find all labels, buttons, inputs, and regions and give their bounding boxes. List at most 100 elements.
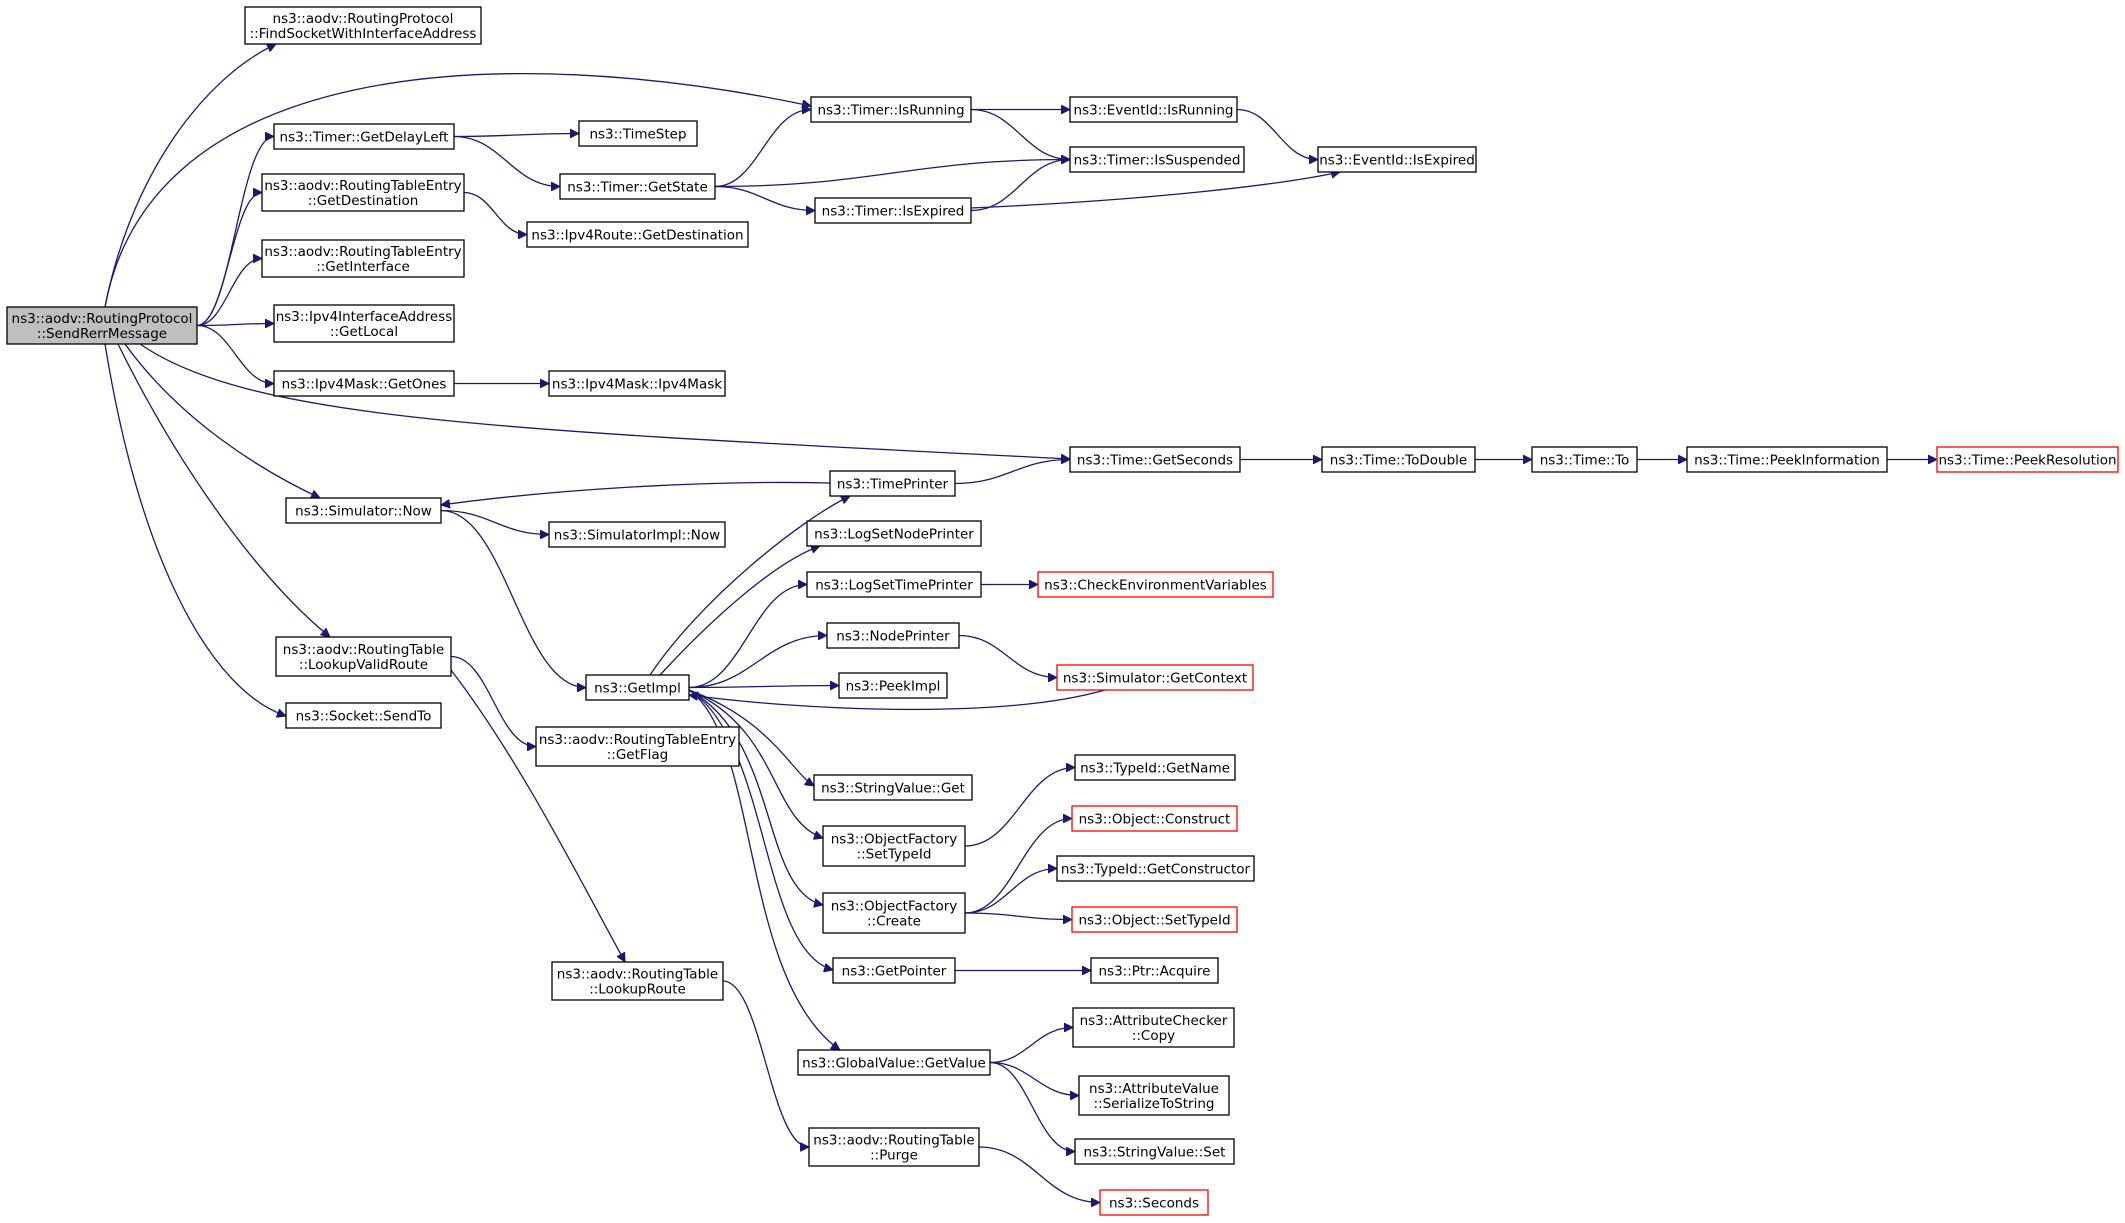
node-label: ::LookupValidRoute: [299, 657, 428, 673]
edge-line: [688, 689, 840, 1050]
node-avSerialize[interactable]: ns3::AttributeValue::SerializeToString: [1078, 1075, 1230, 1116]
node-label: ns3::Simulator::Now: [295, 504, 432, 520]
node-acCopy[interactable]: ns3::AttributeChecker::Copy: [1072, 1007, 1235, 1048]
node-box: [826, 622, 960, 649]
node-isSuspended[interactable]: ns3::Timer::IsSuspended: [1069, 146, 1245, 173]
node-strGet[interactable]: ns3::StringValue::Get: [813, 774, 973, 801]
node-label: ns3::EventId::IsExpired: [1319, 153, 1475, 169]
node-seconds[interactable]: ns3::Seconds: [1099, 1189, 1209, 1216]
node-box: [551, 961, 724, 1001]
node-logTime[interactable]: ns3::LogSetTimePrinter: [806, 571, 982, 598]
node-isRunning[interactable]: ns3::Timer::IsRunning: [810, 96, 972, 123]
edge-line: [124, 343, 320, 498]
node-evRunning[interactable]: ns3::EventId::IsRunning: [1069, 96, 1238, 123]
node-toDouble[interactable]: ns3::Time::ToDouble: [1321, 446, 1476, 473]
node-label: ::SerializeToString: [1094, 1096, 1215, 1112]
edge-line: [649, 496, 850, 676]
node-ofCreate[interactable]: ns3::ObjectFactory::Create: [822, 892, 966, 934]
edge-line: [688, 585, 807, 689]
node-getState[interactable]: ns3::Timer::GetState: [559, 173, 716, 200]
node-box: [261, 173, 465, 212]
node-tidGetCtor[interactable]: ns3::TypeId::GetConstructor: [1056, 855, 1255, 882]
node-objSetTypeId[interactable]: ns3::Object::SetTypeId: [1071, 906, 1238, 933]
node-label: ns3::Timer::GetDelayLeft: [280, 130, 449, 146]
node-getContext[interactable]: ns3::Simulator::GetContext: [1056, 664, 1254, 691]
edge-line: [714, 160, 1070, 188]
node-ipv4RouteGetDest[interactable]: ns3::Ipv4Route::GetDestination: [526, 221, 749, 248]
node-lookupRoute[interactable]: ns3::aodv::RoutingTable::LookupRoute: [551, 961, 724, 1001]
node-peekImpl[interactable]: ns3::PeekImpl: [838, 672, 948, 699]
edge-line: [964, 869, 1057, 914]
node-label: ns3::PeekImpl: [846, 679, 941, 695]
node-getOnes[interactable]: ns3::Ipv4Mask::GetOnes: [273, 370, 455, 397]
node-ofSetTypeId[interactable]: ns3::ObjectFactory::SetTypeId: [822, 825, 966, 867]
node-box: [1072, 1007, 1235, 1048]
node-root[interactable]: ns3::aodv::RoutingProtocol::SendRerrMess…: [6, 306, 198, 345]
edge-getState-to-isExpired: [714, 185, 815, 211]
node-nodePrinter[interactable]: ns3::NodePrinter: [826, 622, 960, 649]
edge-root-to-getDelayLeft: [196, 137, 275, 327]
node-label: ns3::Time::PeekResolution: [1938, 453, 2116, 469]
edge-isExpired-to-isSuspended: [970, 160, 1070, 212]
node-label: ::GetFlag: [607, 747, 669, 763]
node-peekInfo[interactable]: ns3::Time::PeekInformation: [1686, 446, 1888, 473]
node-label: ns3::Simulator::GetContext: [1063, 671, 1247, 687]
node-rteGetDest[interactable]: ns3::aodv::RoutingTableEntry::GetDestina…: [261, 173, 465, 212]
node-label: ns3::aodv::RoutingTableEntry: [539, 732, 736, 748]
node-sendTo[interactable]: ns3::Socket::SendTo: [285, 702, 442, 729]
node-tidGetName[interactable]: ns3::TypeId::GetName: [1074, 754, 1236, 781]
edge-line: [196, 137, 275, 327]
node-box: [829, 470, 956, 497]
node-box: [1071, 906, 1238, 933]
node-lookupValid[interactable]: ns3::aodv::RoutingTable::LookupValidRout…: [275, 636, 452, 677]
edge-getImpl-to-gvGetValue: [688, 689, 840, 1050]
node-find[interactable]: ns3::aodv::RoutingProtocol::FindSocketWi…: [244, 6, 482, 45]
node-ptrAcquire[interactable]: ns3::Ptr::Acquire: [1090, 957, 1219, 984]
node-getDelayLeft[interactable]: ns3::Timer::GetDelayLeft: [273, 123, 455, 150]
node-label: ns3::Seconds: [1109, 1196, 1199, 1212]
edge-line: [104, 343, 286, 716]
node-label: ns3::Time::PeekInformation: [1694, 453, 1880, 469]
node-getLocal[interactable]: ns3::Ipv4InterfaceAddress::GetLocal: [273, 304, 455, 343]
node-isExpired[interactable]: ns3::Timer::IsExpired: [814, 197, 972, 224]
node-timeTo[interactable]: ns3::Time::To: [1531, 446, 1638, 473]
node-simImplNow[interactable]: ns3::SimulatorImpl::Now: [548, 521, 726, 548]
node-box: [526, 221, 749, 248]
node-label: ns3::GlobalValue::GetValue: [802, 1056, 986, 1072]
node-gvGetValue[interactable]: ns3::GlobalValue::GetValue: [797, 1049, 991, 1076]
edge-getContext-to-getImpl: [689, 689, 1106, 711]
node-box: [1078, 1075, 1230, 1116]
edge-lookupRoute-to-purge: [722, 980, 810, 1147]
node-objConstruct[interactable]: ns3::Object::Construct: [1071, 805, 1238, 832]
node-simNow[interactable]: ns3::Simulator::Now: [285, 497, 442, 524]
node-timeStep[interactable]: ns3::TimeStep: [578, 120, 698, 147]
edge-root-to-sendTo: [104, 343, 286, 716]
node-getSeconds[interactable]: ns3::Time::GetSeconds: [1069, 446, 1241, 473]
edge-ofCreate-to-tidGetCtor: [964, 869, 1057, 914]
node-checkEnv[interactable]: ns3::CheckEnvironmentVariables: [1037, 571, 1274, 598]
node-label: ::LookupRoute: [589, 982, 686, 998]
node-label: ::Purge: [870, 1148, 918, 1164]
node-timePrinter[interactable]: ns3::TimePrinter: [829, 470, 956, 497]
node-logNode[interactable]: ns3::LogSetNodePrinter: [806, 520, 982, 547]
node-label: ns3::Object::SetTypeId: [1078, 913, 1230, 929]
node-label: ns3::Ptr::Acquire: [1099, 964, 1211, 980]
node-evExpired[interactable]: ns3::EventId::IsExpired: [1317, 146, 1477, 173]
node-getFlag[interactable]: ns3::aodv::RoutingTableEntry::GetFlag: [535, 726, 740, 767]
node-purge[interactable]: ns3::aodv::RoutingTable::Purge: [808, 1127, 980, 1167]
node-peekRes[interactable]: ns3::Time::PeekResolution: [1936, 446, 2119, 473]
node-label: ::SetTypeId: [857, 847, 932, 863]
edge-line: [970, 172, 1340, 209]
node-box: [273, 123, 455, 150]
node-ipv4Mask[interactable]: ns3::Ipv4Mask::Ipv4Mask: [548, 370, 726, 397]
node-strSet[interactable]: ns3::StringValue::Set: [1074, 1138, 1235, 1165]
node-label: ::Copy: [1132, 1028, 1175, 1044]
node-getImpl[interactable]: ns3::GetImpl: [585, 674, 690, 701]
edge-getImpl-to-peekImpl: [688, 686, 839, 688]
node-getPointer[interactable]: ns3::GetPointer: [832, 957, 956, 984]
nodes-layer: ns3::aodv::RoutingProtocol::SendRerrMess…: [6, 6, 2119, 1216]
node-rteGetIface[interactable]: ns3::aodv::RoutingTableEntry::GetInterfa…: [261, 239, 465, 278]
node-box: [261, 239, 465, 278]
node-box: [1069, 96, 1238, 123]
node-box: [285, 702, 442, 729]
